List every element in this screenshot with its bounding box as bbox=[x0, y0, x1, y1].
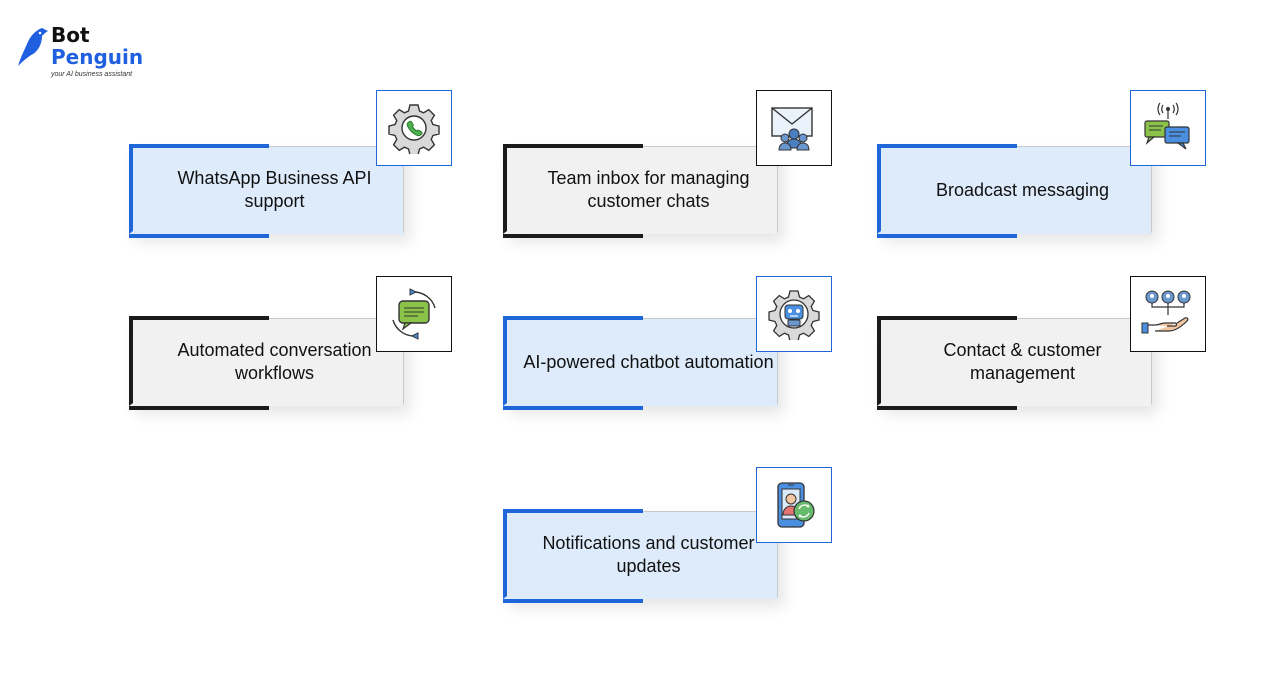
card-accent-top bbox=[503, 509, 643, 513]
broadcast-chat-icon bbox=[1130, 90, 1206, 166]
feature-card-automated-workflows: Automated conversation workflows bbox=[129, 316, 406, 410]
card-accent-bottom bbox=[503, 406, 643, 410]
card-box bbox=[129, 146, 404, 234]
feature-label: AI-powered chatbot automation bbox=[523, 351, 774, 372]
brand-name: Bot Penguin bbox=[51, 24, 143, 68]
robot-gear-icon bbox=[756, 276, 832, 352]
card-accent-bottom bbox=[129, 406, 269, 410]
feature-label: Team inbox for managing customer chats bbox=[547, 168, 750, 211]
card-accent-top bbox=[503, 144, 643, 148]
chat-cycle-icon bbox=[376, 276, 452, 352]
card-accent-bottom bbox=[503, 599, 643, 603]
card-accent-top bbox=[877, 316, 1017, 320]
card-box bbox=[503, 146, 778, 234]
brand-tagline: your AI business assistant bbox=[51, 71, 133, 78]
feature-label: Automated conversation workflows bbox=[177, 340, 372, 383]
card-accent-top bbox=[129, 316, 269, 320]
feature-card-team-inbox: Team inbox for managing customer chats bbox=[503, 144, 780, 238]
brand-name-line2: Penguin bbox=[51, 45, 144, 69]
card-accent-bottom bbox=[877, 234, 1017, 238]
card-box bbox=[503, 318, 778, 406]
phone-user-refresh-icon bbox=[756, 467, 832, 543]
card-box bbox=[877, 146, 1152, 234]
card-accent-bottom bbox=[877, 406, 1017, 410]
feature-label: Broadcast messaging bbox=[935, 179, 1110, 200]
feature-card-whatsapp-api: WhatsApp Business API support bbox=[129, 144, 406, 238]
card-accent-top bbox=[129, 144, 269, 148]
hand-contacts-icon bbox=[1130, 276, 1206, 352]
feature-card-notifications: Notifications and customer updates bbox=[503, 509, 780, 603]
feature-card-contact-management: Contact & customer management bbox=[877, 316, 1154, 410]
feature-card-ai-chatbot: AI-powered chatbot automation bbox=[503, 316, 780, 410]
brand-name-line1: Bot bbox=[51, 23, 90, 47]
card-accent-top bbox=[877, 144, 1017, 148]
feature-label: WhatsApp Business API support bbox=[177, 168, 372, 211]
card-accent-top bbox=[503, 316, 643, 320]
feature-card-broadcast: Broadcast messaging bbox=[877, 144, 1154, 238]
feature-label: Contact & customer management bbox=[943, 340, 1102, 383]
envelope-team-icon bbox=[756, 90, 832, 166]
brand-logo: Bot Penguin your AI business assistant bbox=[18, 24, 158, 84]
gear-phone-icon bbox=[376, 90, 452, 166]
feature-label: Notifications and customer updates bbox=[542, 533, 755, 576]
card-box bbox=[129, 318, 404, 406]
card-accent-bottom bbox=[503, 234, 643, 238]
card-box bbox=[503, 511, 778, 599]
penguin-logo-icon bbox=[18, 28, 48, 66]
card-box bbox=[877, 318, 1152, 406]
card-accent-bottom bbox=[129, 234, 269, 238]
